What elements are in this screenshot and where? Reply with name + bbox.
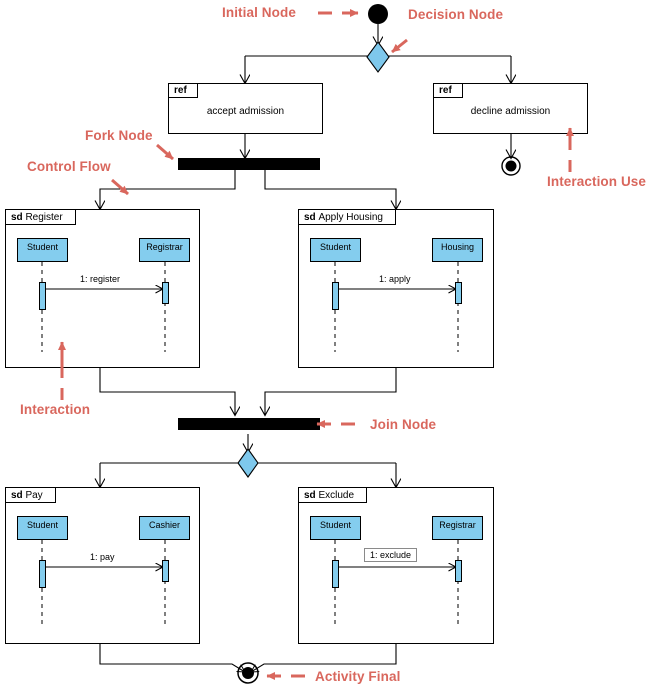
frame-name-pay: Pay <box>25 490 43 501</box>
frame-tag-register: sd Register <box>6 210 76 225</box>
ref-keyword-accept: ref <box>169 84 198 98</box>
flow-apply-housing-to-join <box>265 368 397 415</box>
frame-keyword-exclude: sd <box>304 490 319 501</box>
lifeline-student-exclude[interactable]: Student <box>310 516 361 540</box>
activation-student-pay <box>39 560 46 588</box>
frame-tag-exclude: sd Exclude <box>299 488 368 503</box>
initial-node <box>368 4 388 24</box>
annotation-interaction: Interaction <box>20 402 91 417</box>
message-label-apply: 1: apply <box>379 274 411 284</box>
message-label-register: 1: register <box>80 274 121 284</box>
activation-student-exclude <box>332 560 339 588</box>
leader-control-flow <box>111 178 129 196</box>
activation-student-apply-housing <box>332 282 339 310</box>
activation-cashier-pay <box>162 560 169 582</box>
frame-name-exclude: Exclude <box>318 490 355 501</box>
activation-housing-apply-housing <box>455 282 462 304</box>
flow-fork-to-apply-housing <box>264 170 396 209</box>
interaction-use-accept-admission[interactable]: ref accept admission <box>168 83 323 134</box>
annotation-activity-final: Activity Final <box>315 669 401 684</box>
lifeline-student-apply-housing[interactable]: Student <box>310 238 361 262</box>
lifeline-registrar-register[interactable]: Registrar <box>139 238 190 262</box>
frame-tag-apply-housing: sd Apply Housing <box>299 210 396 225</box>
ref-keyword-decline: ref <box>434 84 463 98</box>
frame-keyword-apply-housing: sd <box>304 212 319 223</box>
frame-name-apply-housing: Apply Housing <box>318 212 383 223</box>
apply-housing-sequence-layer <box>334 262 459 352</box>
join-node <box>178 418 320 430</box>
lifeline-student-register[interactable]: Student <box>17 238 68 262</box>
frame-name-register: Register <box>25 212 63 223</box>
leader-decision <box>391 38 408 54</box>
register-sequence-layer <box>41 262 166 352</box>
flow-fork-to-register <box>100 170 236 209</box>
annotation-join-node: Join Node <box>370 417 437 432</box>
annotation-decision-node: Decision Node <box>408 7 504 22</box>
lifeline-registrar-exclude[interactable]: Registrar <box>432 516 483 540</box>
annotation-control-flow: Control Flow <box>27 159 111 174</box>
annotation-fork-node: Fork Node <box>85 128 153 143</box>
interaction-frame-apply-housing[interactable]: sd Apply Housing Student Housing 1: appl… <box>298 209 494 368</box>
message-label-exclude[interactable]: 1: exclude <box>364 548 418 562</box>
activity-final-decline-dot <box>505 160 517 172</box>
frame-keyword-pay: sd <box>11 490 26 501</box>
frame-tag-pay: sd Pay <box>6 488 56 503</box>
ref-label-decline: decline admission <box>470 106 551 117</box>
activation-student-register <box>39 282 46 310</box>
leader-fork <box>156 143 174 161</box>
lifeline-housing-apply-housing[interactable]: Housing <box>432 238 483 262</box>
flow-register-to-join <box>99 368 235 415</box>
lifeline-cashier-pay[interactable]: Cashier <box>139 516 190 540</box>
activity-final-node-dot <box>242 667 254 679</box>
activity-final-node-ring <box>237 662 259 684</box>
annotation-initial-node: Initial Node <box>222 5 296 20</box>
interaction-use-decline-admission[interactable]: ref decline admission <box>433 83 588 134</box>
fork-node <box>178 158 320 170</box>
activation-registrar-exclude <box>455 560 462 582</box>
interaction-frame-register[interactable]: sd Register Student Registrar 1: registe… <box>5 209 200 368</box>
annotation-interaction-use: Interaction Use <box>547 174 647 189</box>
message-label-pay: 1: pay <box>90 552 115 562</box>
decision-node-top <box>366 41 390 73</box>
ref-label-accept: accept admission <box>206 106 285 117</box>
lifeline-student-pay[interactable]: Student <box>17 516 68 540</box>
activity-final-decline-ring <box>501 156 521 176</box>
activation-registrar-register <box>162 282 169 304</box>
interaction-frame-pay[interactable]: sd Pay Student Cashier 1: pay <box>5 487 200 644</box>
decision-node-mid <box>237 448 259 478</box>
interaction-frame-exclude[interactable]: sd Exclude Student Registrar 1: exclude <box>298 487 494 644</box>
frame-keyword-register: sd <box>11 212 26 223</box>
